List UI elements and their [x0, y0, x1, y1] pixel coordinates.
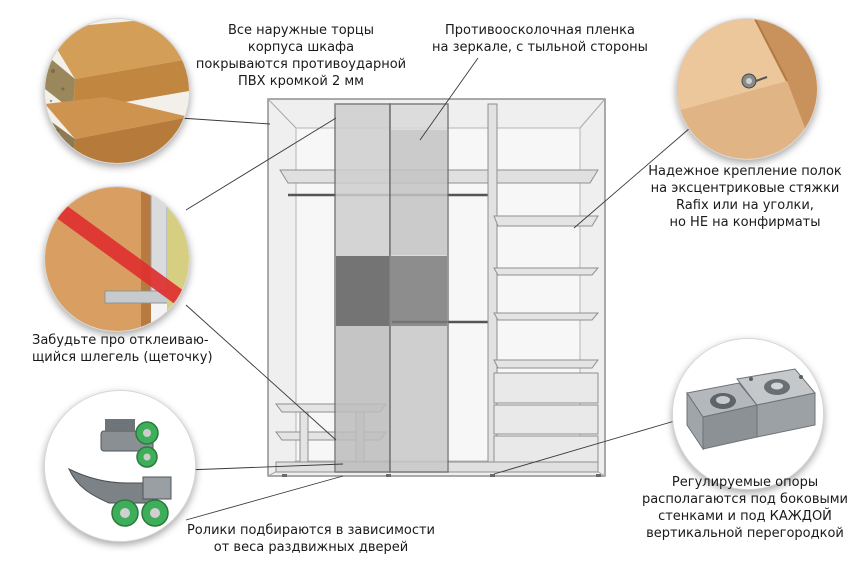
- upper-roller-unit: [100, 419, 159, 468]
- support-base-left: [686, 382, 758, 451]
- caption-edge-banding: Все наружные торцы корпуса шкафа покрыва…: [195, 23, 407, 89]
- shelf-fixing-photo: [676, 18, 818, 160]
- rollers-photo: [44, 390, 196, 542]
- rafix-connector: [741, 73, 768, 89]
- caption-mirror-film: Противоосколочная пленка на зеркале, с т…: [432, 23, 648, 55]
- leader-supports: [493, 419, 679, 475]
- leader-shelf-fixing: [573, 127, 691, 229]
- leader-brush-seal-top: [185, 117, 337, 211]
- caption-rollers: Ролики подбираются в зависимости от веса…: [186, 523, 436, 555]
- board-top-chip: [45, 54, 75, 111]
- drawers: [493, 372, 599, 465]
- leader-rollers-bottom: [185, 475, 344, 521]
- shelf-panel: [677, 19, 787, 111]
- board-bottom-face: [45, 97, 189, 139]
- brush-seal-photo: [44, 186, 190, 332]
- sliding-door-mirror: [389, 103, 449, 473]
- support-base-right: [736, 368, 816, 438]
- supports-photo: [672, 338, 824, 490]
- side-panel: [755, 19, 817, 159]
- caption-brush-seal: Забудьте про отклеиваю- щийся шлегель (щ…: [32, 333, 213, 365]
- edge-banding-photo: [44, 18, 190, 164]
- caption-supports: Регулируемые опоры располагаются под бок…: [641, 475, 849, 541]
- leader-rollers-top: [185, 463, 344, 471]
- leader-edge-banding: [179, 117, 271, 125]
- board-top-face: [45, 19, 189, 79]
- leader-brush-seal-bottom: [185, 304, 337, 441]
- sliding-door-left: [334, 103, 391, 473]
- right-column-shelves: [493, 215, 600, 369]
- leader-mirror-film: [419, 57, 479, 141]
- lower-roller-unit: [67, 467, 172, 527]
- support-feet: [282, 474, 601, 477]
- prohibition-stripe: [50, 200, 189, 310]
- caption-shelf-fixing: Надежное крепление полок на эксцентриков…: [648, 164, 842, 230]
